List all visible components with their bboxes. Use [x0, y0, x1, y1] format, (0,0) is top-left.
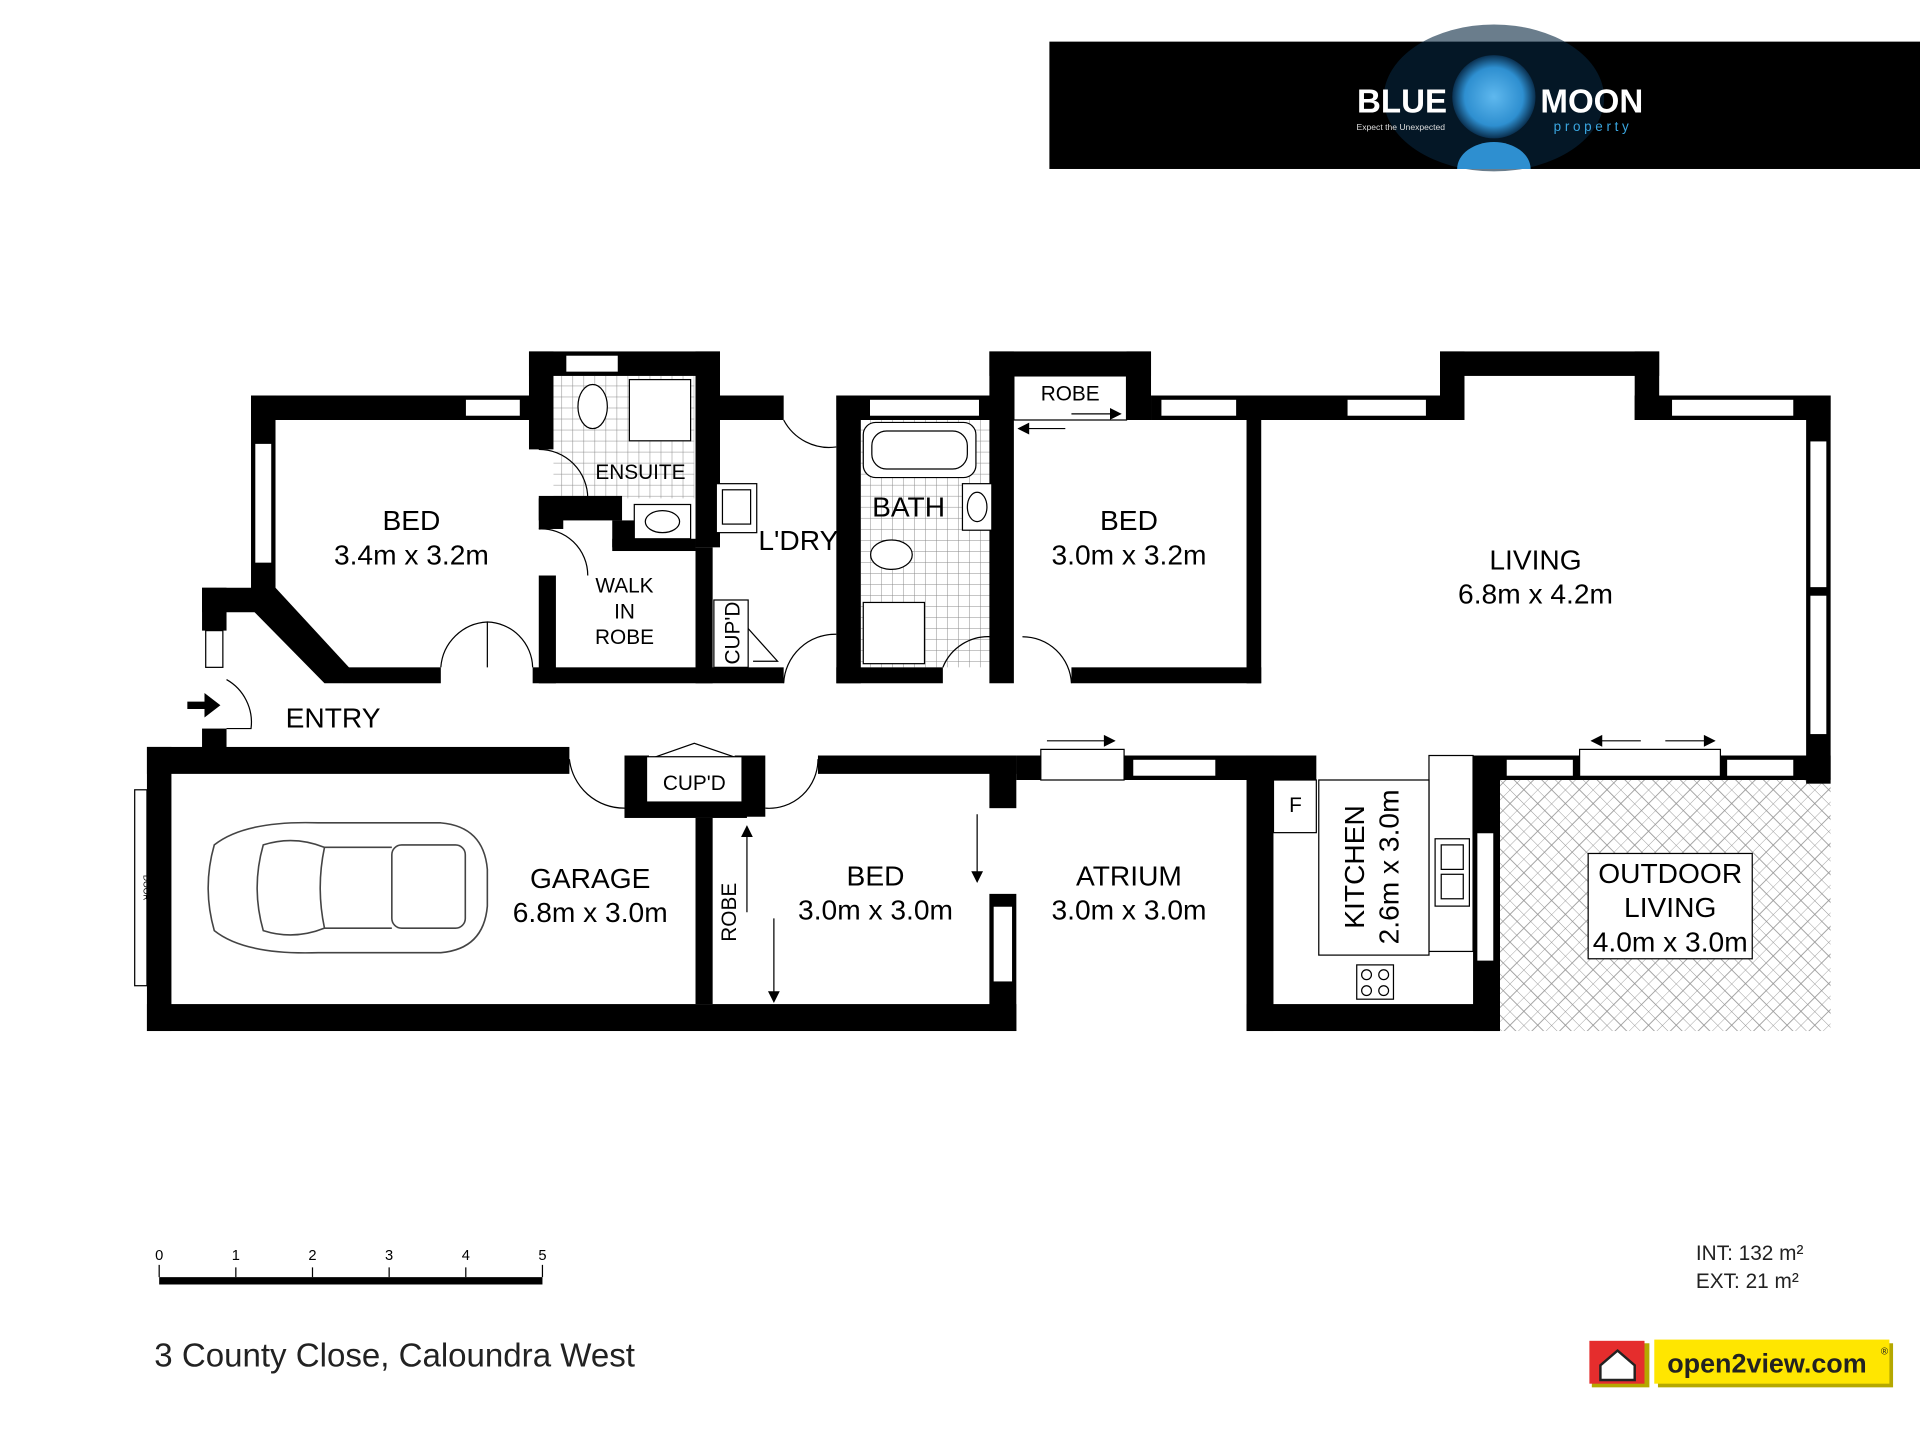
robe-top-name: ROBE	[1041, 382, 1100, 405]
blue-moon-banner: BLUE MOON Expect the Unexpected property	[1049, 24, 1920, 172]
toilet-icon	[577, 383, 608, 430]
entry-arrow-icon	[187, 693, 221, 718]
outdoor-size: 4.0m x 3.0m	[1593, 926, 1748, 957]
atrium-size: 3.0m x 3.0m	[1052, 895, 1207, 926]
outdoor-line2: LIVING	[1624, 892, 1716, 923]
living-size: 6.8m x 4.2m	[1458, 579, 1613, 610]
wir-line3: ROBE	[595, 626, 654, 649]
garage-name: GARAGE	[530, 863, 650, 894]
kitchen-name: KITCHEN	[1339, 805, 1370, 929]
bed1-size: 3.4m x 3.2m	[334, 539, 489, 570]
windows	[134, 354, 1828, 987]
svg-text:4: 4	[462, 1248, 470, 1264]
cupd2-name: CUP'D	[663, 772, 726, 795]
brand-left: BLUE	[1357, 84, 1447, 121]
basin-icon	[644, 509, 681, 534]
svg-text:®: ®	[1881, 1346, 1889, 1357]
cupd1-name: CUP'D	[722, 602, 745, 665]
doors	[226, 419, 1073, 809]
internal-area: INT: 132 m²	[1696, 1242, 1804, 1265]
address: 3 County Close, Caloundra West	[154, 1338, 635, 1375]
tagline: Expect the Unexpected	[1357, 122, 1446, 132]
garage-door-label: DOOR	[141, 875, 151, 901]
kitchen-size: 2.6m x 3.0m	[1373, 789, 1404, 944]
shower-icon	[862, 601, 926, 665]
wir-line1: WALK	[595, 575, 653, 598]
moon-icon	[1452, 55, 1536, 139]
svg-text:open2view.com: open2view.com	[1667, 1349, 1866, 1379]
bed3-name: BED	[847, 860, 905, 891]
atrium-name: ATRIUM	[1076, 860, 1182, 891]
tub-sink-icon	[721, 489, 752, 525]
sliding-arrows	[741, 407, 1716, 1004]
outdoor-line1: OUTDOOR	[1598, 858, 1742, 889]
house-icon	[1599, 1348, 1636, 1382]
open2view-logo: open2view.com ®	[1589, 1339, 1894, 1388]
fridge-label: F	[1289, 794, 1302, 817]
subbrand: property	[1554, 119, 1633, 134]
shower-icon	[628, 378, 692, 442]
svg-text:0: 0	[155, 1248, 163, 1264]
ensuite-name: ENSUITE	[595, 461, 685, 484]
laundry-name: L'DRY	[758, 525, 838, 556]
svg-text:2: 2	[308, 1248, 316, 1264]
garage-size: 6.8m x 3.0m	[513, 897, 668, 928]
outdoor-label-box	[1587, 852, 1753, 960]
living-name: LIVING	[1489, 544, 1581, 575]
car-icon	[207, 821, 489, 954]
svg-text:3: 3	[385, 1248, 393, 1264]
wir-line2: IN	[614, 600, 635, 623]
scale-bar: 0 1 2 3 4 5	[155, 1248, 547, 1285]
bed1-name: BED	[382, 505, 440, 536]
brand-right: MOON	[1540, 84, 1643, 121]
svg-text:1: 1	[232, 1248, 240, 1264]
bath-name: BATH	[872, 492, 945, 523]
robe-bottom-name: ROBE	[718, 883, 741, 942]
bed3-size: 3.0m x 3.0m	[798, 895, 953, 926]
svg-text:5: 5	[538, 1248, 546, 1264]
external-area: EXT: 21 m²	[1696, 1270, 1799, 1293]
toilet-icon	[870, 539, 913, 570]
entry-name: ENTRY	[286, 702, 381, 733]
fixtures	[577, 378, 1753, 1000]
bed2-name: BED	[1100, 505, 1158, 536]
bed2-size: 3.0m x 3.2m	[1052, 539, 1207, 570]
